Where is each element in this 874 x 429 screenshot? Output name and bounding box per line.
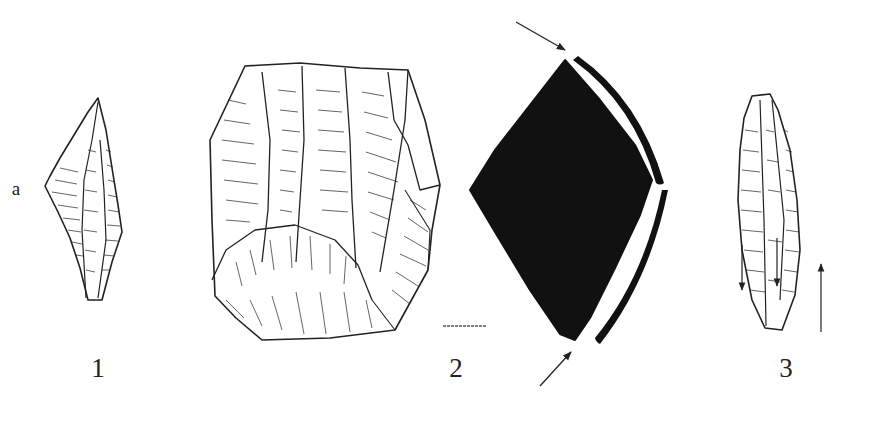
bladelet-drawing <box>738 94 821 332</box>
figure-number: 2 <box>449 355 463 382</box>
scale-bar <box>443 325 486 326</box>
figure-number: 3 <box>779 355 793 382</box>
view-letter: a <box>12 179 20 198</box>
core-drawing <box>210 63 440 340</box>
figure-number: 1 <box>91 355 105 382</box>
blade-point-drawing <box>45 98 122 300</box>
cross-section <box>443 22 668 386</box>
